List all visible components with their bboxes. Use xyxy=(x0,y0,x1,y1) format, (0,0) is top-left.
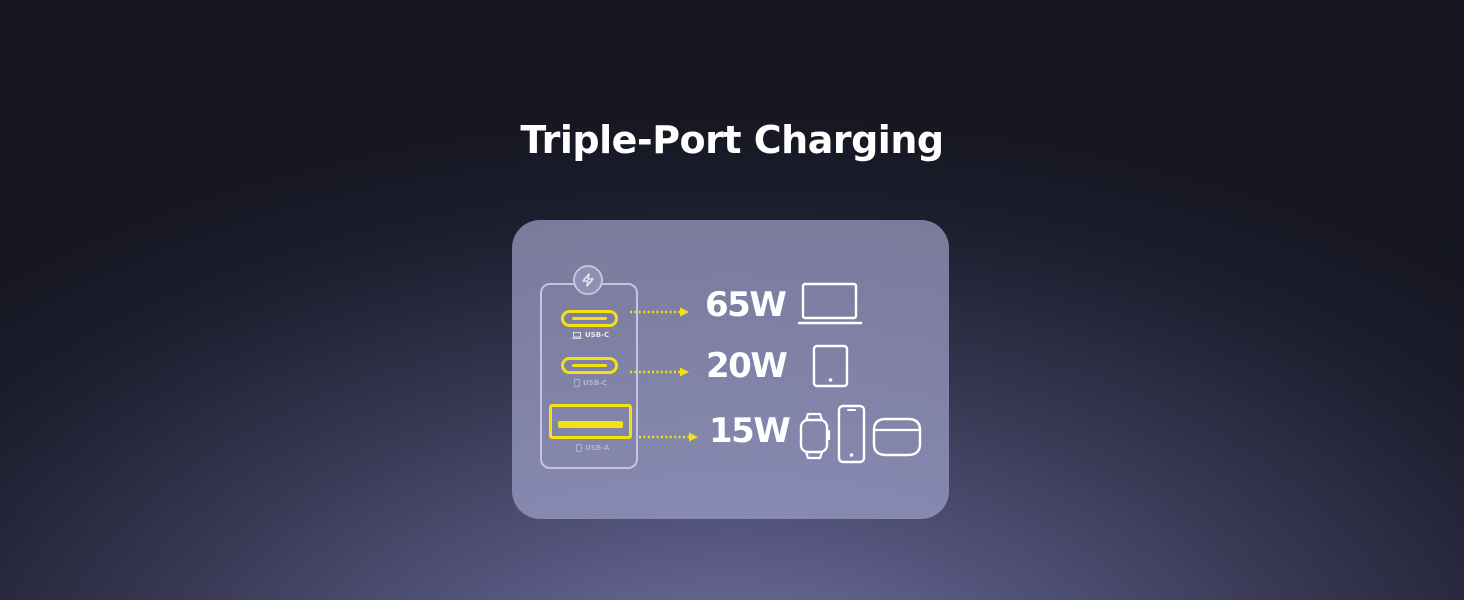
charging-panel: USB-C USB-C USB-A 65W 20W 15W xyxy=(512,220,949,519)
usb-a-port xyxy=(549,404,632,439)
arrow-port-2 xyxy=(630,367,689,377)
tablet-icon xyxy=(812,344,849,388)
phone-icon xyxy=(837,404,866,464)
port-label-2: USB-C xyxy=(574,379,607,387)
phone-mini-icon xyxy=(576,444,582,452)
laptop-icon xyxy=(798,282,862,325)
page-title: Triple-Port Charging xyxy=(520,118,944,162)
tablet-mini-icon xyxy=(574,379,580,387)
arrow-port-3 xyxy=(639,432,698,442)
port-label-3: USB-A xyxy=(576,444,609,452)
laptop-mini-icon xyxy=(572,331,582,339)
usb-c-port-1 xyxy=(561,310,618,327)
earbuds-case-icon xyxy=(872,417,922,457)
usb-c-port-2 xyxy=(561,357,618,374)
output-65w: 65W xyxy=(705,285,787,325)
brand-logo-icon xyxy=(573,265,603,295)
output-20w: 20W xyxy=(706,346,788,386)
port-label-1: USB-C xyxy=(572,331,609,339)
arrow-port-1 xyxy=(630,307,689,317)
smartwatch-icon xyxy=(799,412,831,460)
output-15w: 15W xyxy=(709,411,791,451)
